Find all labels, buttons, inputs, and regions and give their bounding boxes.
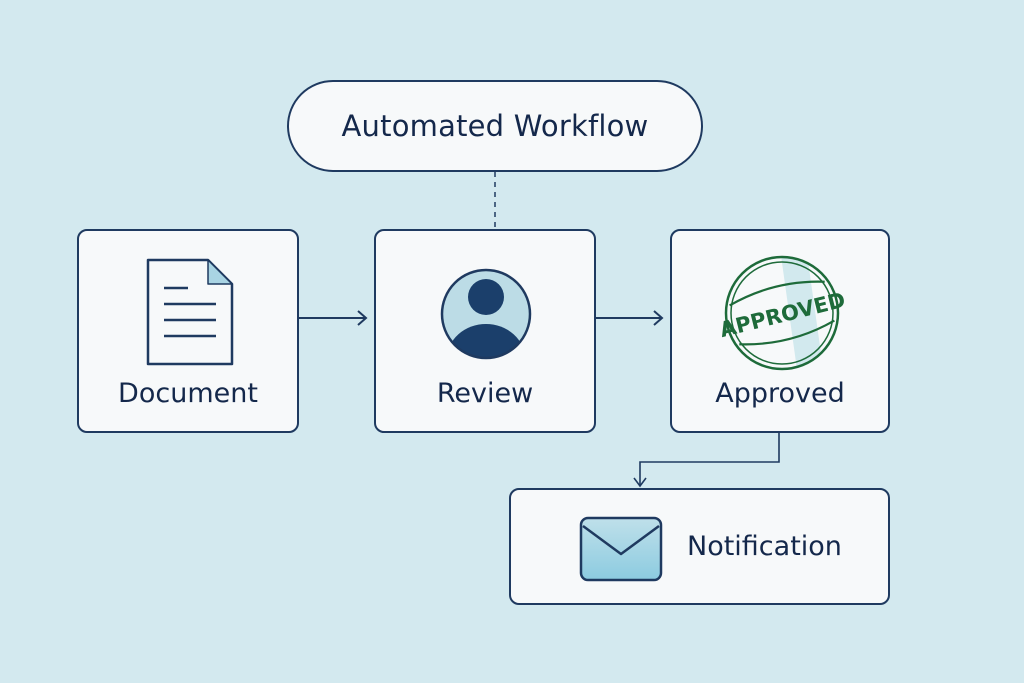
user-avatar-icon bbox=[440, 268, 532, 360]
step-card-document[interactable]: Document bbox=[77, 229, 299, 433]
step-card-approved[interactable]: APPROVED Approved bbox=[670, 229, 890, 433]
step-card-review[interactable]: Review bbox=[374, 229, 596, 433]
document-icon bbox=[146, 258, 234, 366]
step-label-notification: Notification bbox=[687, 531, 842, 562]
step-label-review: Review bbox=[436, 378, 534, 409]
document-to-review-arrow bbox=[299, 310, 368, 326]
step-label-approved: Approved bbox=[715, 378, 845, 409]
review-to-approved-arrow bbox=[596, 310, 664, 326]
stamp-text: APPROVED bbox=[717, 288, 847, 342]
step-card-notification[interactable]: Notification bbox=[509, 488, 890, 605]
approved-to-notification-elbow-arrow bbox=[633, 433, 780, 488]
envelope-icon bbox=[579, 516, 663, 582]
workflow-title-pill: Automated Workflow bbox=[287, 80, 703, 172]
workflow-title: Automated Workflow bbox=[341, 109, 649, 143]
approved-stamp-icon: APPROVED bbox=[717, 251, 847, 374]
step-label-document: Document bbox=[118, 378, 258, 409]
